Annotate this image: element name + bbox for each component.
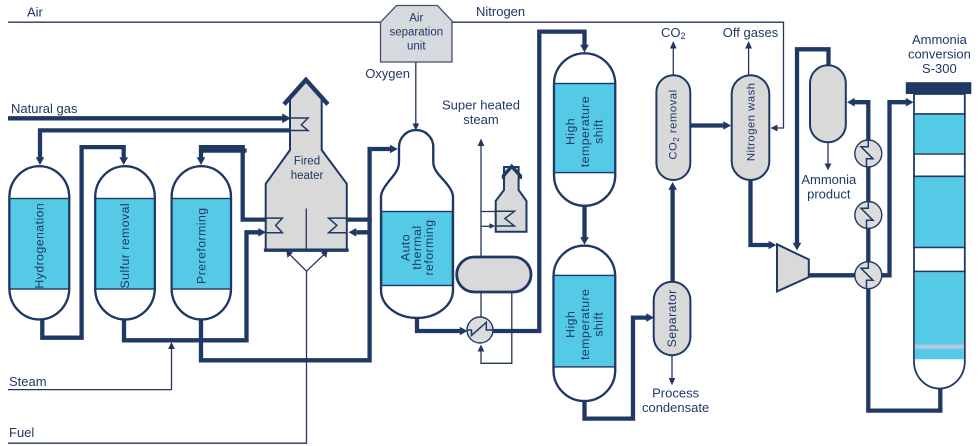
svg-text:Ammonia: Ammonia [801,172,857,187]
svg-text:unit: unit [407,41,426,53]
svg-text:steam: steam [463,112,498,127]
svg-text:S-300: S-300 [922,61,957,76]
svg-text:conversion: conversion [908,47,971,62]
svg-text:condensate: condensate [642,400,709,415]
svg-text:Separator: Separator [665,289,679,347]
svg-text:Steam: Steam [9,374,47,389]
svg-text:Prereforming: Prereforming [194,207,208,283]
svg-text:Natural gas: Natural gas [11,101,78,116]
svg-text:Air: Air [27,5,44,20]
svg-text:shift: shift [592,119,606,144]
svg-text:temperature: temperature [578,289,592,360]
svg-text:thermal: thermal [410,225,424,269]
svg-text:Nitrogen wash: Nitrogen wash [746,82,758,161]
svg-text:Process: Process [652,386,699,401]
svg-text:heater: heater [291,170,324,182]
svg-text:temperature: temperature [578,96,592,167]
svg-text:CO2 removal: CO2 removal [668,89,682,159]
svg-text:shift: shift [592,312,606,337]
svg-text:Hydrogenation: Hydrogenation [32,203,46,289]
svg-text:Ammonia: Ammonia [912,32,968,47]
svg-text:Auto: Auto [398,234,412,261]
svg-text:CO2: CO2 [661,25,686,41]
svg-text:High: High [564,311,578,338]
svg-text:reforming: reforming [422,220,436,276]
svg-text:Fired: Fired [294,156,320,168]
svg-text:separation: separation [389,27,443,39]
svg-text:Super heated: Super heated [442,98,520,113]
svg-text:Air: Air [409,13,423,25]
svg-text:Nitrogen: Nitrogen [476,4,525,19]
svg-text:Off gases: Off gases [723,25,779,40]
svg-text:Oxygen: Oxygen [365,66,410,81]
svg-text:High: High [564,118,578,145]
svg-text:product: product [807,187,851,202]
svg-text:Sulfur removal: Sulfur removal [118,203,132,289]
svg-text:Fuel: Fuel [9,425,34,440]
